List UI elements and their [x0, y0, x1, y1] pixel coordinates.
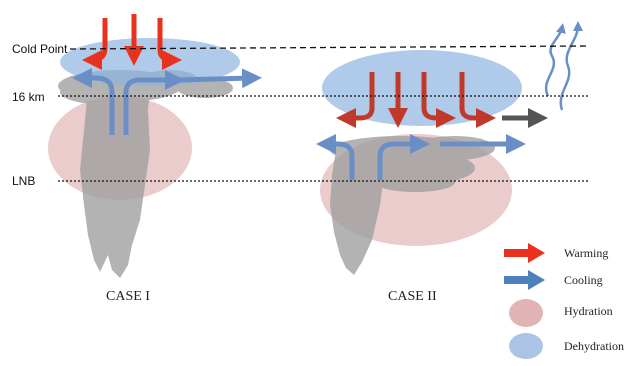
legend-item-warming: Warming: [504, 243, 608, 263]
legend: Warming Cooling Hydration Dehydration: [504, 243, 624, 359]
case1-warming-arrows: [92, 14, 172, 60]
legend-item-hydration: Hydration: [509, 299, 613, 327]
cooling-arrow-icon: [504, 270, 545, 290]
legend-label-dehydration: Dehydration: [564, 339, 624, 353]
hydration-swatch-icon: [509, 299, 543, 327]
dehydration-swatch-icon: [509, 333, 543, 359]
case2-group: CASE II: [320, 26, 578, 304]
case2-label: CASE II: [388, 289, 437, 304]
legend-item-dehydration: Dehydration: [509, 333, 624, 359]
case1-cloud: [58, 70, 233, 278]
km16-label: 16 km: [12, 90, 45, 104]
legend-label-warming: Warming: [564, 246, 608, 260]
legend-label-cooling: Cooling: [564, 273, 603, 287]
case1-group: CASE I: [48, 14, 252, 304]
warming-arrow-icon: [504, 243, 545, 263]
cold-point-label: Cold Point: [12, 42, 68, 56]
legend-label-hydration: Hydration: [564, 304, 613, 318]
case2-rising-arrows: [546, 26, 578, 110]
case1-label: CASE I: [106, 289, 150, 304]
legend-item-cooling: Cooling: [504, 270, 603, 290]
lnb-label: LNB: [12, 174, 35, 188]
